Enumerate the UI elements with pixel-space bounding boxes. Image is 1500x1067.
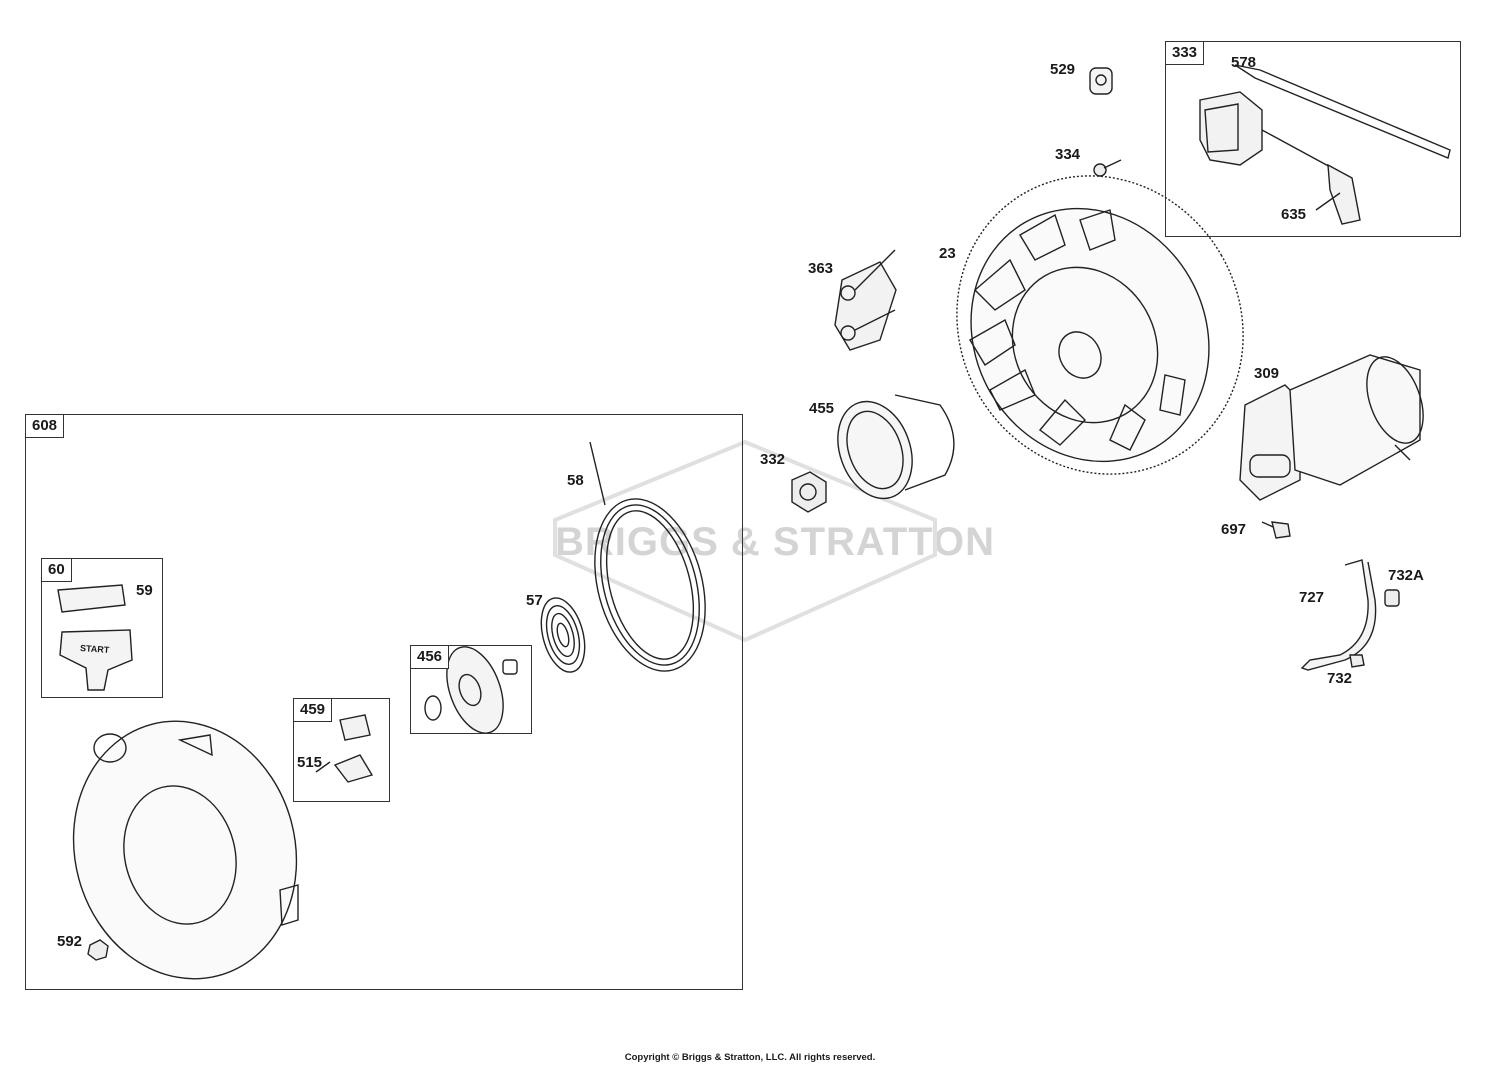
part-label-592: 592 xyxy=(57,933,83,950)
bracket-727 xyxy=(1300,559,1377,671)
nut-332 xyxy=(791,471,827,513)
part-label-334: 334 xyxy=(1055,146,1081,163)
part-label-732: 732 xyxy=(1327,670,1353,687)
rewind-housing-608 xyxy=(72,720,299,980)
part-label-732a: 732A xyxy=(1388,567,1424,584)
box-608: 608 xyxy=(25,414,743,990)
nut-732a xyxy=(1384,589,1400,607)
part-label-332: 332 xyxy=(760,451,786,468)
recoil-rope-58 xyxy=(589,441,706,672)
part-label-515: 515 xyxy=(297,754,323,771)
flywheel-23 xyxy=(956,175,1244,475)
bracket-363 xyxy=(834,249,897,351)
starter-handle-60 xyxy=(57,584,133,691)
nut-592 xyxy=(87,939,109,961)
part-label-727: 727 xyxy=(1299,589,1325,606)
grommet-529 xyxy=(1089,67,1113,95)
recoil-spring-57 xyxy=(540,597,586,673)
part-label-363: 363 xyxy=(808,260,834,277)
part-label-529: 529 xyxy=(1050,61,1076,78)
bolt-697 xyxy=(1261,521,1291,539)
part-label-23: 23 xyxy=(939,245,956,262)
handle-start-text: START xyxy=(79,642,110,656)
box-333-tag: 333 xyxy=(1165,41,1205,65)
screw-334 xyxy=(1093,159,1122,177)
part-label-58: 58 xyxy=(567,472,584,489)
part-label-309: 309 xyxy=(1254,365,1280,382)
box-459-tag: 459 xyxy=(293,698,333,722)
starter-cup-455 xyxy=(837,394,955,500)
watermark: BRIGGS & STRATTON xyxy=(555,520,995,564)
starter-motor-309 xyxy=(1239,354,1424,501)
armature-333 xyxy=(1199,64,1451,225)
box-456: 456 xyxy=(410,645,532,734)
pawls-459 xyxy=(315,714,374,783)
part-label-578: 578 xyxy=(1231,54,1257,71)
box-60-tag: 60 xyxy=(41,558,72,582)
part-label-59: 59 xyxy=(136,582,153,599)
part-label-455: 455 xyxy=(809,400,835,417)
part-label-57: 57 xyxy=(526,592,543,609)
watermark-outline xyxy=(553,439,937,643)
flywheel-fins xyxy=(969,209,1186,451)
nut-732 xyxy=(1349,654,1365,668)
part-label-697: 697 xyxy=(1221,521,1247,538)
part-label-635: 635 xyxy=(1281,206,1307,223)
box-60: 60 xyxy=(41,558,163,698)
box-459: 459 xyxy=(293,698,390,802)
copyright-notice: Copyright © Briggs & Stratton, LLC. All … xyxy=(624,1052,876,1063)
box-608-tag: 608 xyxy=(25,414,65,438)
box-333: 333 xyxy=(1165,41,1461,237)
box-456-tag: 456 xyxy=(410,645,450,669)
pulley-kit-456 xyxy=(424,646,518,734)
